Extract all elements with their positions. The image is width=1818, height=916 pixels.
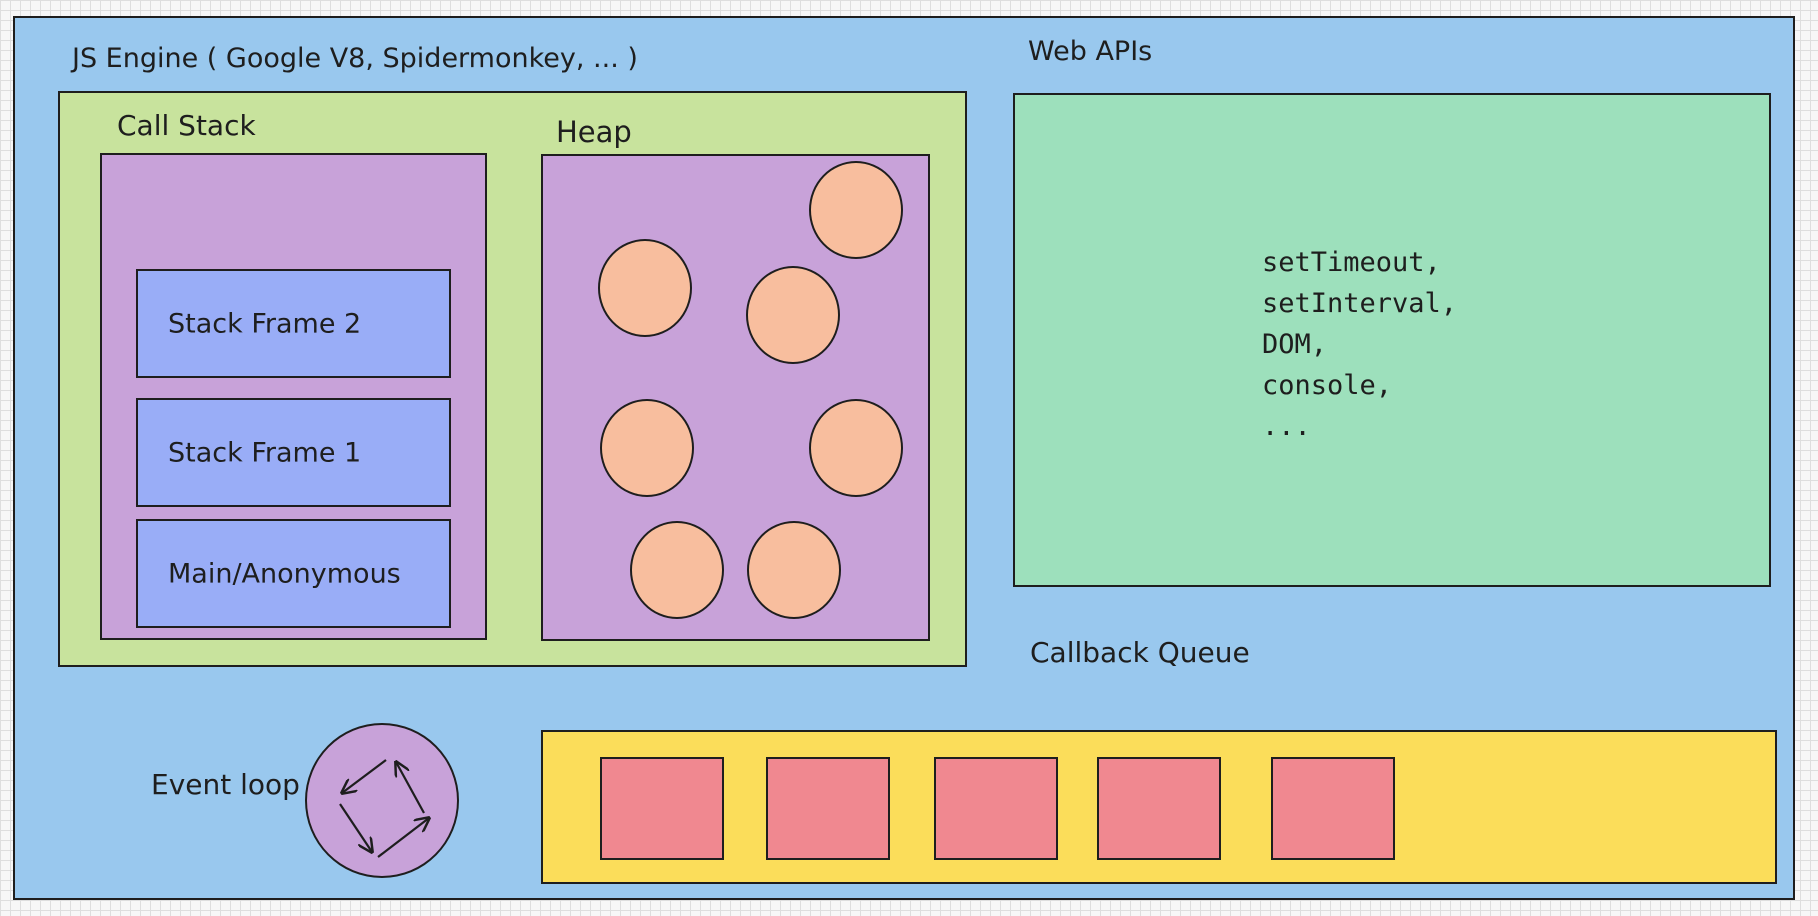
web-apis-list: setTimeout, setInterval, DOM, console, .… xyxy=(1262,242,1457,447)
web-api-item: setTimeout, xyxy=(1262,247,1441,278)
web-apis-box xyxy=(1013,93,1771,587)
stack-frame-1: Stack Frame 1 xyxy=(136,398,451,507)
stack-frame-main: Main/Anonymous xyxy=(136,519,451,628)
queue-task xyxy=(1271,757,1395,860)
stack-frame-label: Main/Anonymous xyxy=(168,558,401,589)
heap-object xyxy=(809,399,903,497)
engine-title: JS Engine ( Google V8, Spidermonkey, ...… xyxy=(72,43,638,74)
queue-task xyxy=(934,757,1058,860)
web-apis-title: Web APIs xyxy=(1028,36,1153,67)
call-stack-title: Call Stack xyxy=(117,109,256,142)
heap-title: Heap xyxy=(556,115,632,149)
heap-object xyxy=(809,161,903,259)
stack-frame-2: Stack Frame 2 xyxy=(136,269,451,378)
web-api-item: console, xyxy=(1262,370,1393,401)
heap-object xyxy=(746,266,840,364)
web-api-item: DOM, xyxy=(1262,329,1328,360)
queue-task xyxy=(600,757,724,860)
heap-object xyxy=(598,239,692,337)
web-api-item: ... xyxy=(1262,411,1311,442)
event-loop-label: Event loop xyxy=(151,768,300,801)
queue-task xyxy=(766,757,890,860)
stack-frame-label: Stack Frame 1 xyxy=(168,437,362,468)
heap-object xyxy=(747,521,841,619)
queue-task xyxy=(1097,757,1221,860)
heap-object xyxy=(630,521,724,619)
heap-object xyxy=(600,399,694,497)
web-api-item: setInterval, xyxy=(1262,288,1458,319)
stack-frame-label: Stack Frame 2 xyxy=(168,308,362,339)
cycle-arrows-icon xyxy=(307,725,461,858)
event-loop-circle xyxy=(305,723,459,878)
callback-queue-title: Callback Queue xyxy=(1030,636,1250,669)
